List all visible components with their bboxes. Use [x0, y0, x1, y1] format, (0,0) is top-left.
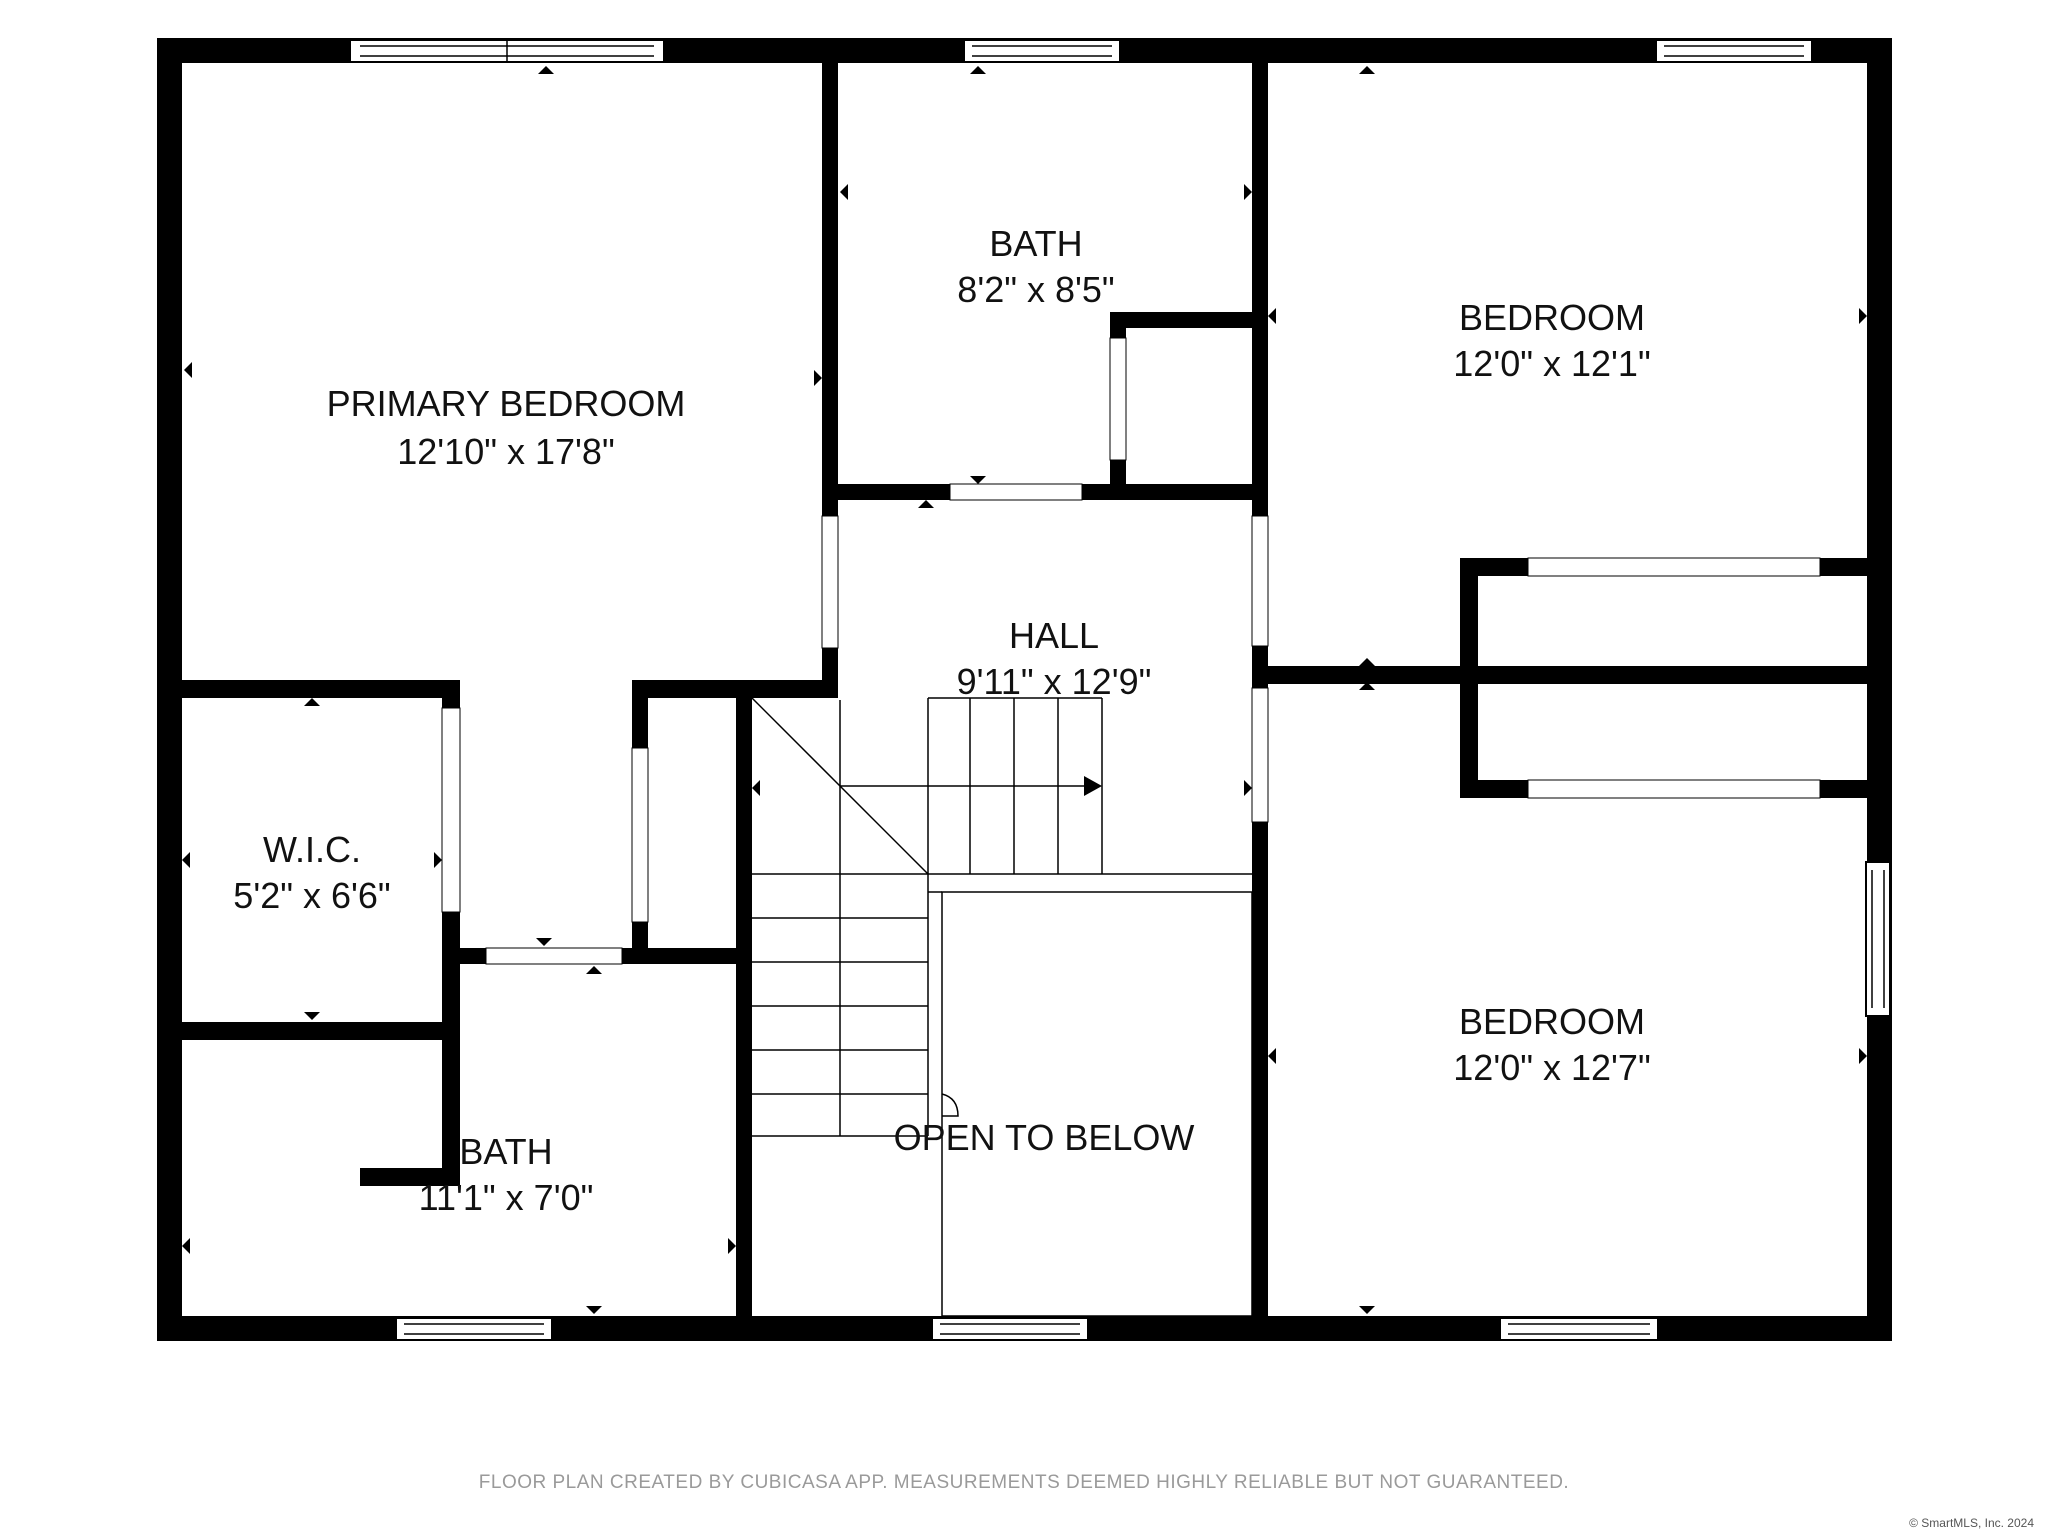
window-primary-top — [349, 39, 665, 63]
door-openings — [441, 337, 1821, 965]
bath-upper-dims: 8'2" x 8'5" — [957, 269, 1114, 310]
stair-direction-arrow — [1084, 776, 1102, 796]
primary-bedroom-dims: 12'10" x 17'8" — [397, 431, 614, 472]
windows — [349, 39, 1891, 1341]
bedroom-top-right-name: BEDROOM — [1459, 297, 1645, 338]
bath-lower-dims: 11'1" x 7'0" — [419, 1177, 594, 1218]
wall-closet-upper-left — [1460, 558, 1478, 798]
window-bath-top — [963, 39, 1121, 63]
wall-bath-bedroom — [1252, 60, 1268, 484]
wall-closet-upper-top-left — [1460, 558, 1528, 576]
open-to-below-outline — [941, 891, 1253, 1317]
wall-closet-lower-bottom-right — [1820, 780, 1892, 798]
wall-linen-left-top — [1110, 312, 1126, 338]
wall-wic-right-bottom — [442, 912, 460, 1180]
window-bedroom-top — [1655, 39, 1813, 63]
wall-wic-top — [157, 680, 460, 698]
wall-linen-top — [1110, 312, 1268, 328]
hall-name: HALL — [1009, 615, 1099, 656]
floor-plan-disclaimer: FLOOR PLAN CREATED BY CUBICASA APP. MEAS… — [478, 1472, 1570, 1493]
bath-lower-name: BATH — [459, 1131, 552, 1172]
door-bath-lower — [485, 947, 623, 965]
window-bedroom-right — [1865, 861, 1891, 1017]
wall-bath-lower-top-right — [622, 948, 742, 964]
door-wic — [441, 707, 461, 913]
door-hall-right — [1251, 515, 1269, 647]
wic-name: W.I.C. — [263, 829, 361, 870]
window-bedroom-bottom — [1499, 1317, 1659, 1341]
door-hall-left — [821, 515, 839, 649]
bedroom-top-right-dims: 12'0" x 12'1" — [1453, 343, 1650, 384]
wall-wic-right-top — [442, 680, 460, 708]
exterior-wall-right — [1867, 38, 1892, 1341]
window-bath-lower-bottom — [395, 1317, 553, 1341]
bedroom-bottom-right-name: BEDROOM — [1459, 1001, 1645, 1042]
wall-closet-upper-top-right — [1820, 558, 1892, 576]
wall-linen-left-bottom — [1110, 460, 1126, 500]
door-linen — [1109, 337, 1127, 461]
wall-bath-bottom-left — [822, 484, 950, 500]
door-closet-lower — [1527, 779, 1821, 799]
wall-closet-lower-bottom-left — [1460, 780, 1528, 798]
wall-bath-lower-partial — [360, 1168, 460, 1186]
copyright-notice: © SmartMLS, Inc. 2024 — [1909, 1516, 2034, 1530]
wall-stair-left — [736, 698, 752, 1338]
hall-dims: 9'11" x 12'9" — [957, 661, 1152, 702]
wall-hall-lower — [632, 680, 838, 698]
bath-upper-name: BATH — [989, 223, 1082, 264]
wall-wic-bottom — [157, 1022, 460, 1040]
primary-bedroom-name: PRIMARY BEDROOM — [327, 383, 686, 424]
wall-closet-left-top — [632, 680, 648, 748]
room-labels: PRIMARY BEDROOM 12'10" x 17'8" BATH 8'2"… — [233, 223, 1650, 1218]
wall-closet-left-bottom — [632, 922, 648, 964]
dimension-arrows — [182, 66, 1867, 1314]
open-to-below-label: OPEN TO BELOW — [894, 1117, 1195, 1158]
wall-hall-right-bottom — [1252, 822, 1268, 1322]
wic-dims: 5'2" x 6'6" — [233, 875, 390, 916]
door-bath-upper — [949, 483, 1083, 501]
wall-hall-right-top — [1252, 484, 1268, 516]
door-closet — [631, 747, 649, 923]
wall-bath-bottom-right — [1082, 484, 1268, 500]
wall-bedroom-divider — [1252, 666, 1892, 684]
door-closet-upper — [1527, 557, 1821, 577]
window-stair-bottom — [931, 1317, 1089, 1341]
door-bedroom-lower — [1251, 687, 1269, 823]
wall-bath-lower-top-left — [442, 948, 486, 964]
staircase — [751, 697, 1253, 1317]
bedroom-bottom-right-dims: 12'0" x 12'7" — [1453, 1047, 1650, 1088]
